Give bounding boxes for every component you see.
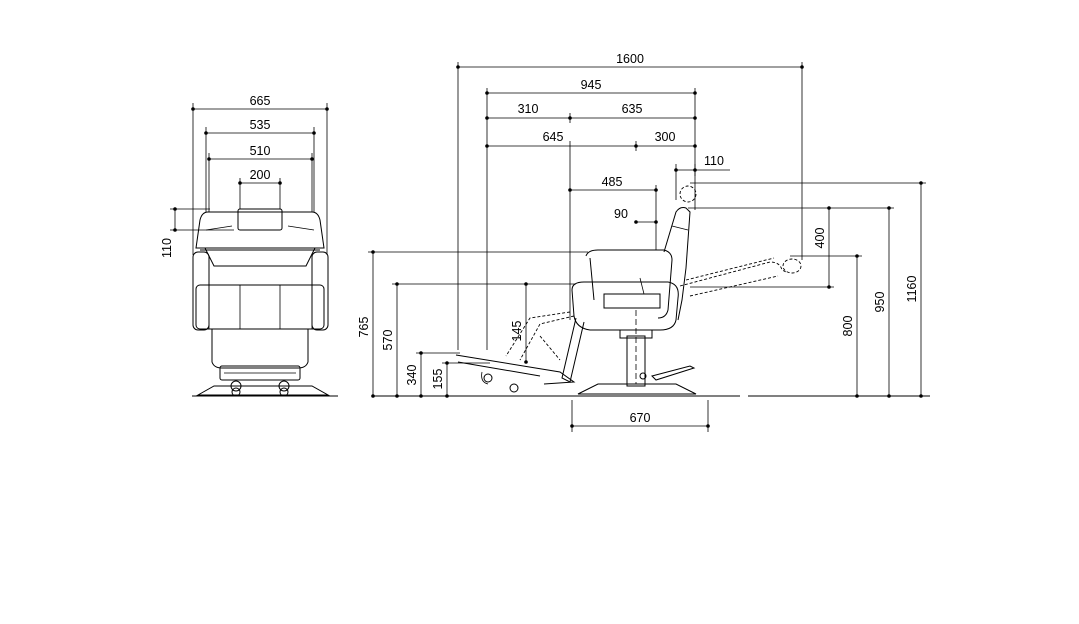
dim-headrest-height: 110 <box>160 207 234 258</box>
label-base-to-back: 635 <box>622 102 643 116</box>
dim-headrest-offset: 110 <box>674 154 730 200</box>
label-back-height-reclined: 800 <box>841 316 855 337</box>
label-base-diameter: 670 <box>630 411 651 425</box>
front-view: 665 535 510 200 <box>160 94 338 397</box>
label-seat-height: 570 <box>381 330 395 351</box>
label-footrest-top: 340 <box>405 365 419 386</box>
label-headrest-height: 110 <box>160 238 174 258</box>
label-footrest-rise: 145 <box>510 321 524 342</box>
dim-base-diameter: 670 <box>570 400 710 432</box>
label-headrest-offset: 110 <box>704 154 724 168</box>
label-headrest-width: 200 <box>250 168 271 182</box>
dim-length-upright: 945 <box>485 78 697 350</box>
dim-seat-width: 510 <box>207 144 314 212</box>
label-footrest-offset: 310 <box>518 102 539 116</box>
label-total-length: 1600 <box>616 52 644 66</box>
dim-reclined-head-drop: 400 <box>688 206 834 289</box>
label-column-to-back: 300 <box>655 130 676 144</box>
dim-back-height: 950 <box>834 206 894 398</box>
label-length-upright: 945 <box>581 78 602 92</box>
dim-footrest-height: 155 <box>431 361 490 398</box>
label-seat-height-top: 765 <box>357 317 371 338</box>
label-reclined-head-drop: 400 <box>813 228 827 249</box>
dim-overall-width: 665 <box>191 94 329 255</box>
dim-back-gap: 90 <box>614 207 658 224</box>
label-headrest-height-total: 1160 <box>905 276 919 303</box>
label-front-to-column: 645 <box>543 130 564 144</box>
dim-headrest-height-total: 1160 <box>690 181 926 398</box>
side-view: 1600 945 310 635 64 <box>357 52 930 432</box>
label-back-height: 950 <box>873 292 887 313</box>
dim-back-height-reclined: 800 <box>790 254 862 398</box>
label-armrest-depth: 485 <box>602 175 623 189</box>
dim-seat-height-top: 765 <box>357 250 588 398</box>
dim-column-split: 645 300 <box>485 130 697 320</box>
label-back-gap: 90 <box>614 207 628 221</box>
dim-seat-height: 570 <box>381 282 576 398</box>
label-seat-width: 510 <box>250 144 271 158</box>
dim-total-length: 1600 <box>456 52 804 350</box>
dim-footrest-split: 310 635 <box>485 102 697 123</box>
label-footrest-height: 155 <box>431 369 445 390</box>
dim-footrest-rise: 145 <box>510 282 528 364</box>
dim-headrest-width: 200 <box>238 168 282 209</box>
dim-footrest-top: 340 <box>405 351 460 398</box>
dim-armrest-depth: 485 <box>568 175 658 250</box>
dim-armrest-width: 535 <box>204 118 316 212</box>
label-armrest-width: 535 <box>250 118 271 132</box>
label-overall-width: 665 <box>250 94 271 108</box>
